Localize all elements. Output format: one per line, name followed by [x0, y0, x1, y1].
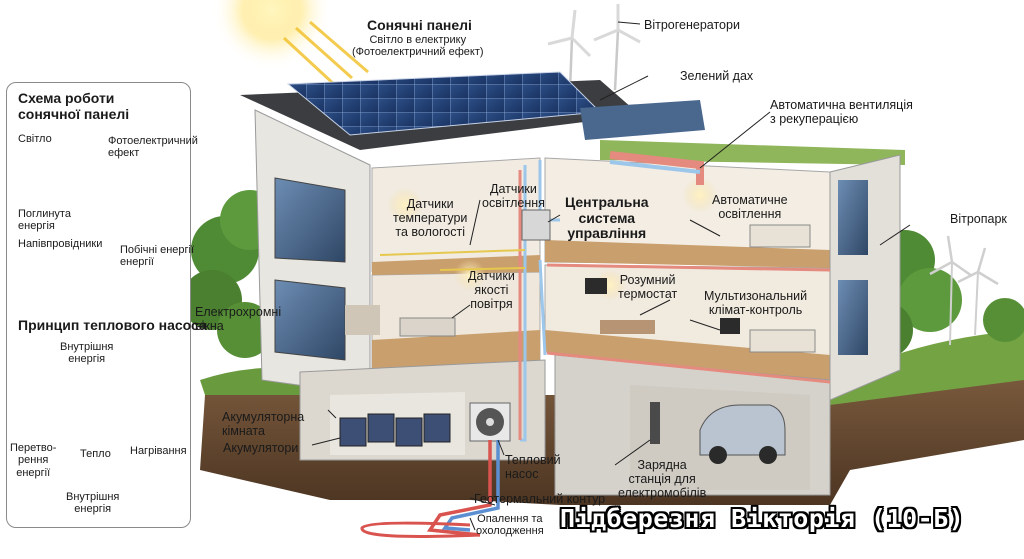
author-signature: Підберезня Вікторія (10-Б): [560, 504, 965, 533]
batteries-label: Акумулятори: [223, 441, 299, 455]
control-box: [521, 209, 551, 241]
wind-park-label: Вітропарк: [950, 212, 1007, 226]
battery-units: [339, 413, 451, 447]
semiconductors-label: Напівпровідники: [18, 238, 103, 250]
solar-sub-label: Світло в електрику(Фотоелектричний ефект…: [352, 34, 484, 59]
sun-icon: [212, 0, 332, 70]
heatpump-schema-title: Принцип теплового насоса: [18, 317, 207, 333]
green-roof-label: Зелений дах: [680, 69, 754, 83]
lawn-right: [820, 330, 1024, 405]
heat-label: Тепло: [80, 448, 111, 460]
wind-park: [929, 235, 999, 346]
wind-generators-label: Вітрогенератори: [644, 18, 740, 32]
callout-lines: [311, 21, 911, 531]
side-panel: [6, 82, 191, 528]
heating-label: Нагрівання: [130, 445, 187, 457]
solar-panels-label: Сонячні панелі: [367, 17, 472, 33]
electric-car: [650, 402, 786, 464]
sun-rays: [282, 20, 369, 88]
geothermal-label: Геотермальний контур: [474, 492, 606, 506]
heat-pump-unit: [469, 402, 511, 442]
light-label: Світло: [18, 133, 52, 145]
interior-details: [345, 177, 816, 353]
